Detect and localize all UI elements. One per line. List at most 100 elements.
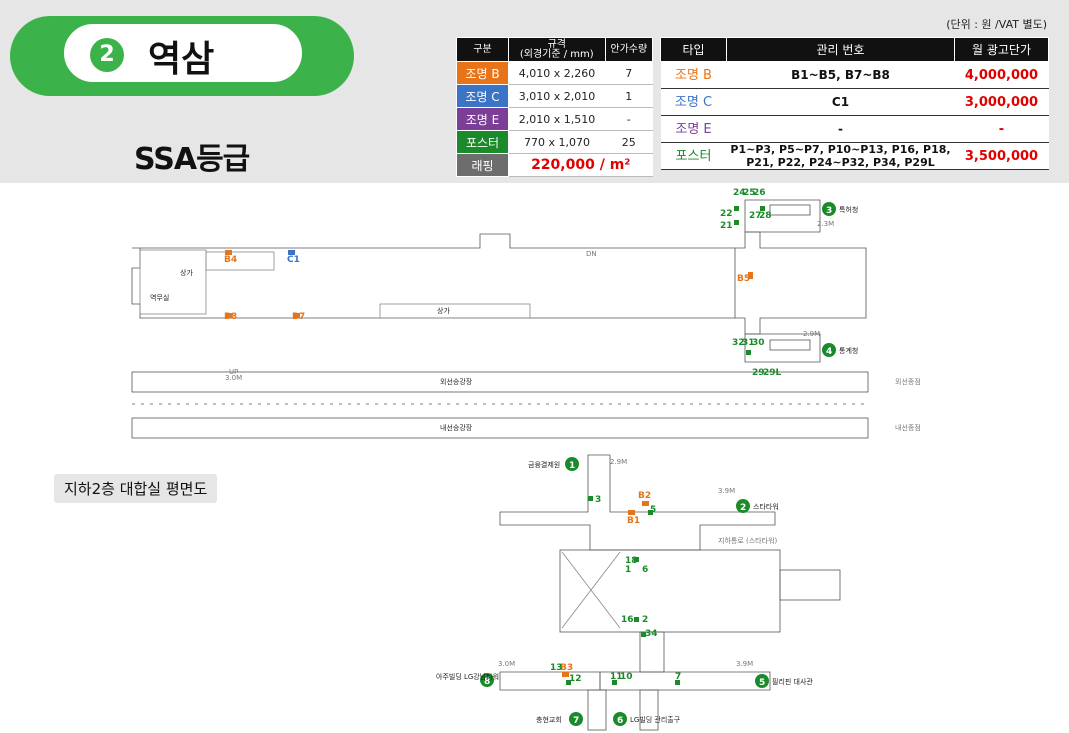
light-label: B8 — [224, 312, 237, 322]
poster-marker — [648, 510, 653, 515]
poster-label: 3 — [595, 495, 601, 505]
rate-type: 포스터 — [660, 142, 727, 170]
poster-label: 7 — [675, 672, 681, 682]
station-floor-map: 상가 역무실 상가 외선승강장 내선승강장 외선종점 내선종점 지하통로 (스타… — [131, 188, 921, 731]
poster-label: 2 — [642, 615, 648, 625]
poster-marker — [634, 617, 639, 622]
lower-stairs — [639, 631, 665, 673]
dim-label: 2.9M — [803, 330, 820, 338]
outer-platform — [131, 371, 869, 393]
exit-name: 금융결제원 — [528, 460, 560, 469]
wrap-price: 220,000 / m² — [508, 153, 653, 177]
spec-qty: - — [605, 107, 653, 131]
spec-label: 조명 C — [456, 84, 509, 108]
exit-5-passage — [599, 671, 771, 691]
rate-row: 조명 B B1~B5, B7~B8 4,000,000 — [660, 61, 1049, 89]
exit-name: 필리핀 대사관 — [772, 677, 813, 686]
light-label: B3 — [560, 663, 573, 673]
rate-type: 조명 C — [660, 88, 727, 116]
poster-marker — [634, 557, 639, 562]
rate-ids: C1 — [726, 88, 955, 116]
poster-label: 1 — [625, 565, 631, 575]
exit-6-passage — [639, 689, 659, 731]
exit-6-icon — [613, 712, 627, 726]
spec-label: 포스터 — [456, 130, 509, 154]
poster-label: 26 — [753, 188, 766, 198]
dim-label: 3.9M — [718, 487, 735, 495]
exit-3-icon — [822, 202, 836, 216]
rate-row: 조명 C C1 3,000,000 — [660, 88, 1049, 116]
rate-row: 포스터 P1~P3, P5~P7, P10~P13, P16, P18, P21… — [660, 142, 1049, 170]
exit-name: 아주빌딩 LG강남타워 — [436, 672, 499, 681]
poster-marker — [612, 680, 617, 685]
poster-label: 29 — [752, 368, 765, 378]
exit-name: 충현교회 — [536, 715, 562, 724]
spec-qty: 1 — [605, 84, 653, 108]
spec-label: 조명 B — [456, 61, 509, 85]
lower-passage — [499, 454, 776, 551]
spec-table: 구분 규격 (외경기준 / mm) 안가수량 조명 B 4,010 x 2,26… — [456, 37, 654, 177]
exit-1-icon — [565, 457, 579, 471]
poster-label: 28 — [759, 211, 772, 221]
poster-label: 27 — [749, 211, 762, 221]
spec-size: 770 x 1,070 — [508, 130, 606, 154]
station-name: 역삼 — [148, 39, 215, 80]
poster-marker — [566, 680, 571, 685]
spec-qty: 7 — [605, 61, 653, 85]
rate-ids: B1~B5, B7~B8 — [726, 61, 955, 89]
outer-track-label: 외선종점 — [895, 377, 921, 386]
poster-marker — [746, 350, 751, 355]
light-box-b5 — [748, 272, 753, 279]
light-label: B7 — [292, 312, 305, 322]
rate-ids: P1~P3, P5~P7, P10~P13, P16, P18, P21, P2… — [726, 142, 955, 170]
poster-label: 31 — [742, 338, 755, 348]
station-grade: SSA등급 — [134, 142, 250, 177]
exit-4-icon — [822, 343, 836, 357]
exit-name: 스타타워 — [753, 502, 779, 511]
poster-label: 25 — [743, 188, 756, 198]
exit-num: 4 — [826, 347, 832, 357]
rate-value: 4,000,000 — [954, 61, 1049, 89]
spec-label: 조명 E — [456, 107, 509, 131]
poster-label: 18 — [625, 556, 638, 566]
dim-label: 3.0M — [225, 374, 242, 382]
exit-num: 2 — [740, 503, 746, 513]
exit-5-icon — [755, 674, 769, 688]
poster-label: 22 — [720, 209, 733, 219]
rate-header-ids: 관리 번호 — [726, 37, 955, 62]
exit-3-passage — [744, 199, 821, 233]
wrap-label: 래핑 — [456, 153, 509, 177]
exit-name: LG빌딩 관리출구 — [630, 715, 681, 724]
spec-header-qty: 안가수량 — [604, 37, 654, 62]
poster-label: 34 — [645, 629, 658, 639]
poster-label: 10 — [620, 672, 633, 682]
poster-label: 6 — [642, 565, 648, 575]
rate-header-rate: 월 광고단가 — [954, 37, 1049, 62]
exit-num: 8 — [484, 677, 490, 687]
spec-row: 조명 E 2,010 x 1,510 - — [456, 107, 653, 131]
concourse-outline — [131, 233, 736, 319]
rate-table: 타입 관리 번호 월 광고단가 조명 B B1~B5, B7~B8 4,000,… — [660, 37, 1049, 170]
light-label: B4 — [224, 255, 237, 265]
poster-marker — [734, 206, 739, 211]
floor-label: 지하2층 대합실 평면도 — [54, 474, 218, 503]
station-number: 2 — [90, 38, 124, 72]
stair-label: UP — [229, 368, 238, 376]
poster-label: 30 — [752, 338, 765, 348]
spec-row: 조명 C 3,010 x 2,010 1 — [456, 84, 653, 108]
spec-size: 4,010 x 2,260 — [508, 61, 606, 85]
shop-block-2 — [379, 303, 531, 319]
dim-label: 2.9M — [610, 458, 627, 466]
poster-label: 16 — [621, 615, 634, 625]
poster-marker — [675, 680, 680, 685]
escalator — [769, 339, 811, 351]
office-block — [139, 249, 207, 315]
inner-platform-label: 내선승강장 — [440, 423, 473, 432]
poster-marker — [588, 496, 593, 501]
dim-label: 2.3M — [817, 220, 834, 228]
light-box-b1 — [628, 510, 635, 515]
spec-header-type: 구분 — [456, 37, 509, 62]
exit-8-passage — [499, 671, 601, 691]
exit-name: 통계청 — [839, 346, 858, 355]
east-wing-outline — [735, 231, 867, 335]
